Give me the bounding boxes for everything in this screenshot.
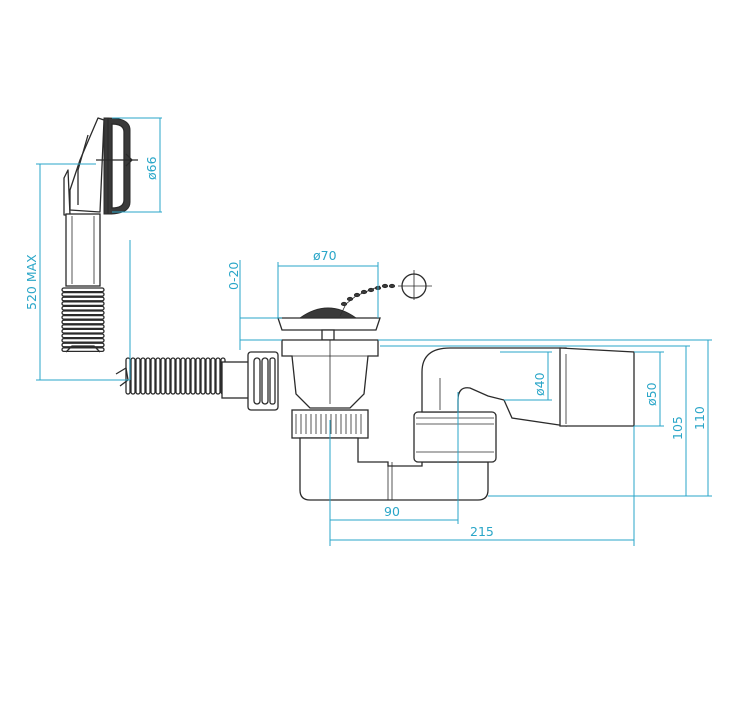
overflow-bracket-lip bbox=[63, 169, 71, 216]
inlet-nut-ribs bbox=[253, 357, 276, 405]
overflow-gasket bbox=[103, 117, 109, 215]
hose-cut-end bbox=[115, 367, 129, 387]
horizontal-corrugated-hose bbox=[125, 357, 226, 395]
dim-outlet-diameter: ø50 bbox=[644, 382, 659, 406]
overflow-corrugated-hose bbox=[61, 287, 105, 353]
dim-overflow-diameter: ø66 bbox=[144, 156, 159, 180]
dim-max-length: 520 MAX bbox=[24, 254, 39, 310]
waste-trap bbox=[221, 270, 635, 501]
overflow-bracket bbox=[69, 117, 105, 213]
overflow-assembly bbox=[61, 117, 138, 353]
dim-width-215: 215 bbox=[470, 524, 494, 539]
plug-chain-links bbox=[340, 283, 396, 307]
waste-plug bbox=[298, 307, 358, 319]
dim-height-110: 110 bbox=[692, 406, 707, 430]
waste-nut-ribs bbox=[295, 414, 362, 434]
inlet-nut bbox=[247, 351, 279, 411]
overflow-bracket-inner bbox=[77, 134, 89, 205]
overflow-tube bbox=[65, 213, 101, 287]
outlet-nut bbox=[413, 411, 497, 463]
dim-waste-diameter: ø70 bbox=[313, 248, 337, 263]
dim-adjustment-range: 0-20 bbox=[226, 262, 241, 290]
trap-u-channel bbox=[299, 437, 489, 501]
dim-height-105: 105 bbox=[670, 416, 685, 440]
plug-stem bbox=[321, 329, 335, 341]
overflow-screw-head bbox=[125, 153, 133, 167]
outlet-pipe bbox=[559, 347, 635, 427]
dim-width-90: 90 bbox=[384, 504, 400, 519]
waste-strainer-plate bbox=[277, 317, 381, 331]
dimensions: ø66 520 MAX 0-20 ø70 ø40 ø50 105 bbox=[24, 117, 712, 546]
connecting-hose bbox=[115, 357, 226, 395]
inlet-sleeve bbox=[221, 361, 251, 399]
dim-inlet-diameter: ø40 bbox=[532, 372, 547, 396]
overflow-plate-inner bbox=[111, 123, 125, 209]
